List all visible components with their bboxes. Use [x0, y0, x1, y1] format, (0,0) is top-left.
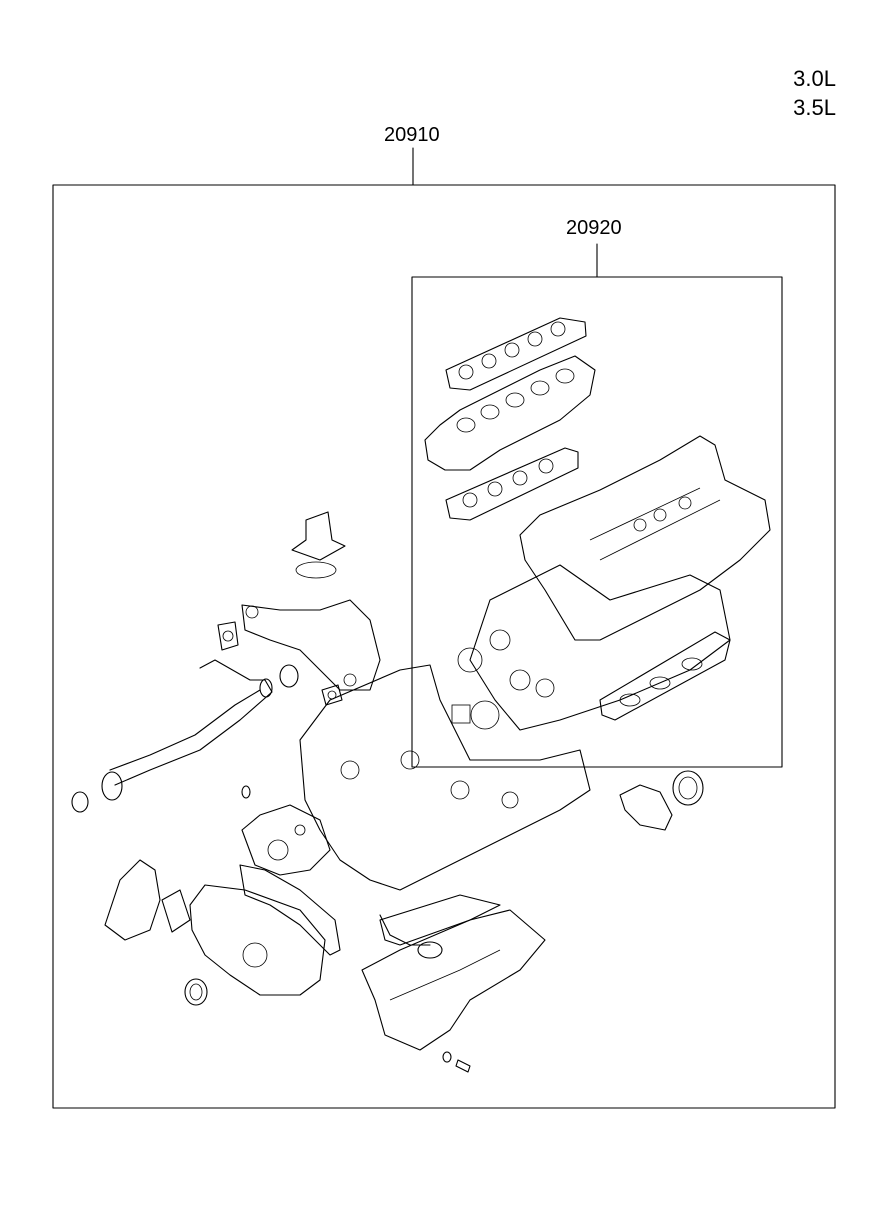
timing-belt-guide[interactable] [239, 864, 341, 956]
small-gasket-c[interactable] [321, 684, 343, 706]
engine-variant-label-2: 3.5L [793, 95, 836, 120]
engine-variant-label-1: 3.0L [793, 66, 836, 91]
rear-crank-seal[interactable] [672, 770, 704, 806]
small-gasket-b[interactable] [279, 664, 299, 688]
o-ring-small[interactable] [241, 785, 251, 799]
water-pump[interactable] [241, 804, 331, 876]
small-gasket-a[interactable] [217, 621, 239, 651]
thermostat-housing[interactable] [291, 511, 346, 579]
water-outlet[interactable] [241, 599, 381, 691]
intake-plenum[interactable] [424, 355, 596, 471]
oil-strainer-tube[interactable] [379, 914, 443, 959]
timing-cover[interactable] [189, 884, 326, 996]
intake-gasket-upper[interactable] [445, 317, 587, 391]
drain-plug[interactable] [455, 1059, 471, 1073]
oil-pan[interactable] [361, 909, 546, 1051]
callout-20920[interactable]: 20920 [566, 217, 622, 239]
engine-mount-bracket[interactable] [104, 859, 161, 941]
intake-gasket-lower[interactable] [445, 447, 579, 521]
front-seal[interactable] [184, 978, 208, 1006]
callout-20910[interactable]: 20910 [384, 124, 440, 146]
water-pipe[interactable] [101, 659, 273, 801]
outer-kit-frame [52, 147, 836, 1109]
valve-cover[interactable] [519, 435, 771, 641]
o-ring-left[interactable] [71, 791, 89, 813]
oil-pan-gasket[interactable] [379, 894, 501, 946]
exhaust-gasket-right[interactable] [599, 631, 731, 721]
engine-block[interactable] [299, 664, 591, 891]
rear-seal-retainer[interactable] [619, 784, 673, 831]
bracket-gasket[interactable] [161, 889, 191, 933]
drain-washer[interactable] [442, 1051, 452, 1063]
inner-kit-frame [411, 243, 783, 768]
